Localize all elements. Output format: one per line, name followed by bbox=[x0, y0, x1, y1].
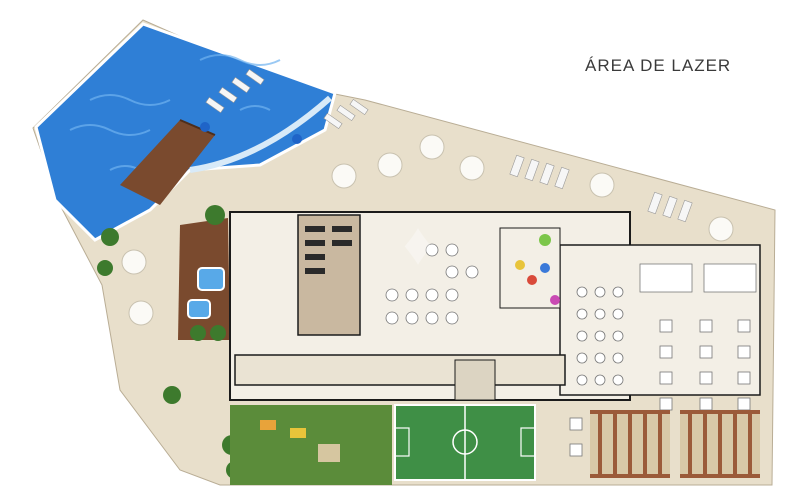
table-set-icon bbox=[569, 319, 751, 457]
gym-equipment-icon bbox=[305, 226, 352, 274]
playground-lawn bbox=[230, 405, 392, 485]
page-title: ÁREA DE LAZER bbox=[585, 56, 732, 75]
jacuzzi-icon bbox=[187, 299, 211, 319]
pool-loungers bbox=[205, 68, 369, 130]
jacuzzi-icon bbox=[197, 267, 225, 291]
playground-icon bbox=[260, 420, 340, 462]
corridor bbox=[234, 354, 566, 386]
table-set-icon bbox=[385, 243, 624, 386]
umbrella-icon bbox=[121, 134, 734, 326]
kids-room bbox=[499, 227, 561, 309]
pergola-icon bbox=[590, 410, 760, 478]
pool-edge-curve bbox=[189, 95, 332, 173]
pool-ripples bbox=[69, 54, 281, 171]
sofa-sets bbox=[639, 263, 757, 293]
sun-lounger-icon bbox=[509, 154, 693, 223]
stairs bbox=[454, 359, 496, 401]
pool-deck bbox=[120, 120, 215, 205]
gym-room bbox=[297, 214, 361, 336]
